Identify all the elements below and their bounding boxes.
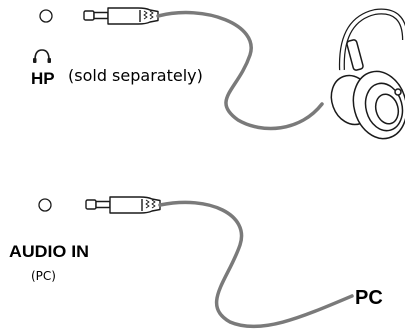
pc-cable <box>158 200 354 329</box>
audio-in-sub-label: (PC) <box>31 269 56 283</box>
hp-port-icon <box>39 9 53 23</box>
audio-in-port-icon <box>38 198 52 212</box>
pc-device-label: PC <box>355 287 383 309</box>
hp-cable <box>156 10 324 131</box>
headphones-illustration <box>330 8 405 140</box>
sold-separately-note: (sold separately) <box>68 66 203 85</box>
hp-label: HP <box>31 69 55 88</box>
hp-audio-plug-icon <box>83 7 159 25</box>
headphone-icon <box>33 49 51 63</box>
audio-in-plug-icon <box>85 196 161 214</box>
audio-in-label: AUDIO IN <box>9 242 89 261</box>
